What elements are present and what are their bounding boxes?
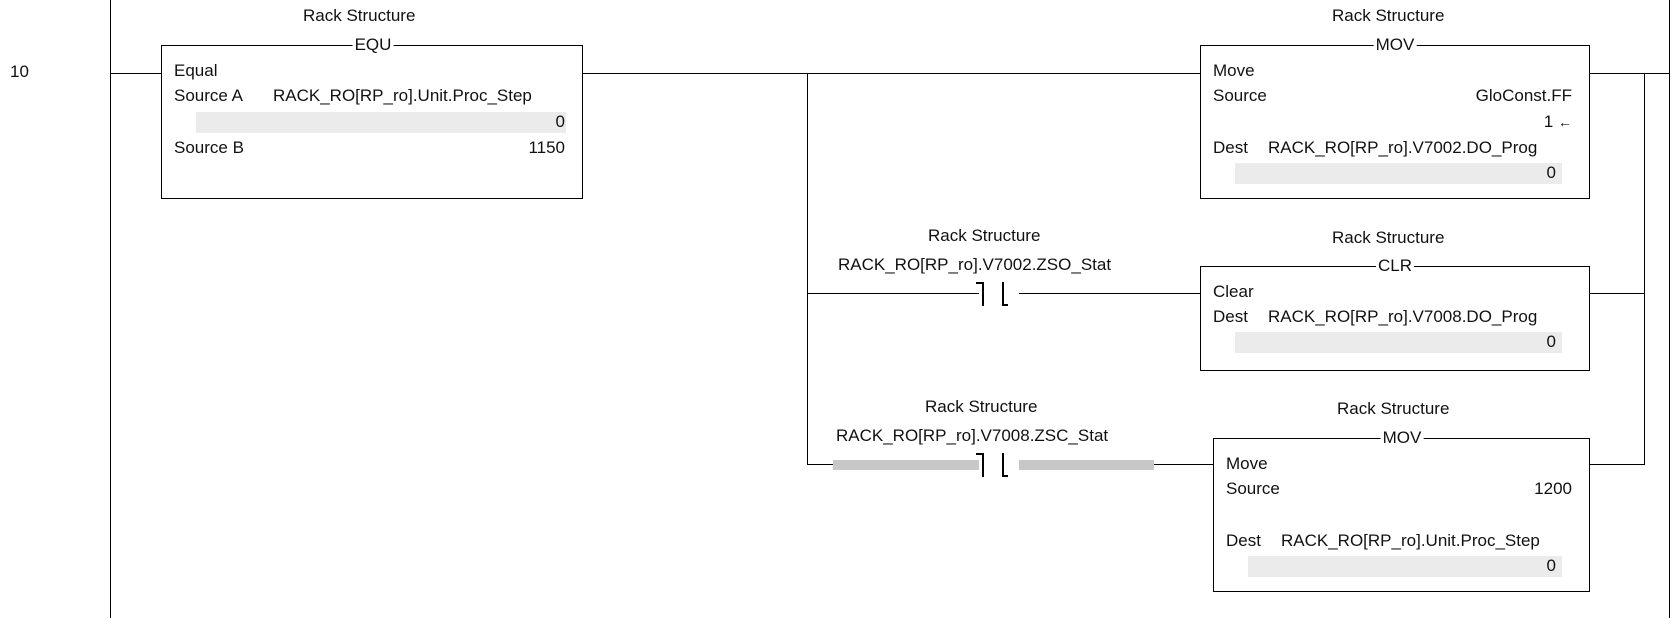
xic2-energized-highlight-right [1019,460,1154,470]
clr-header: Rack Structure [1332,228,1445,247]
equ-mnemonic: EQU [352,35,394,55]
xic2-contact-right-bar [1002,453,1004,477]
mov1-instruction[interactable]: MOV Move Source GloConst.FF 1 ← Dest RAC… [1200,35,1590,199]
left-power-rail [110,0,111,618]
mov2-dest-value-field [1248,556,1562,577]
wire-branch2-right [1019,293,1200,294]
branch-right-vertical [1644,73,1645,465]
wire-mov2-to-branch [1590,464,1645,465]
equ-title: Equal [174,61,218,80]
mov2-dest-value: 0 [1546,556,1556,575]
xic1-contact-right-bar [1002,282,1004,306]
clr-mnemonic: CLR [1375,256,1415,276]
wire-equ-to-branch [583,73,1200,74]
mov2-mnemonic: MOV [1380,428,1424,448]
mov2-source-label: Source [1226,479,1280,498]
wire-branch2-left [807,293,979,294]
mov1-source-tag[interactable]: GloConst.FF [1475,86,1572,105]
xic2-energized-highlight-left [833,460,979,470]
mov2-instruction[interactable]: MOV Move Source 1200 Dest RACK_RO[RP_ro]… [1213,428,1590,592]
xic2-contact-left-bar [982,453,984,477]
xic2-tag[interactable]: RACK_RO[RP_ro].V7008.ZSC_Stat [836,426,1109,445]
mov1-dest-value: 0 [1546,163,1556,182]
mov1-mnemonic: MOV [1373,35,1417,55]
xic2-contact-tick-bottom [1002,475,1008,477]
clr-title: Clear [1213,282,1254,301]
mov1-title: Move [1213,61,1255,80]
xic1-header: Rack Structure [928,226,1041,245]
clr-dest-value: 0 [1546,332,1556,351]
mov1-source-value-text: 1 [1543,112,1554,131]
right-power-rail [1669,0,1670,618]
mov1-dest-label: Dest [1213,138,1248,157]
mov1-dest-tag[interactable]: RACK_RO[RP_ro].V7002.DO_Prog [1268,138,1538,157]
clr-instruction[interactable]: CLR Clear Dest RACK_RO[RP_ro].V7008.DO_P… [1200,256,1590,371]
wire-left-to-equ [110,73,161,74]
xic1-contact-tick-top [976,282,982,284]
equ-instruction[interactable]: EQU Equal Source A RACK_RO[RP_ro].Unit.P… [161,35,583,199]
mov1-source-label: Source [1213,86,1267,105]
rung-number: 10 [10,62,29,81]
xic1-contact-left-bar [982,282,984,306]
xic2-header: Rack Structure [925,397,1038,416]
equ-source-a-label: Source A [174,86,243,105]
mov1-source-value: 1 ← [1544,112,1572,132]
mov1-dest-value-field [1235,163,1562,184]
xic2-contact[interactable] [976,453,1020,481]
force-arrow-icon: ← [1558,114,1572,130]
equ-source-a-tag[interactable]: RACK_RO[RP_ro].Unit.Proc_Step [273,86,532,105]
equ-source-b-label: Source B [174,138,244,157]
wire-mov1-to-right [1590,73,1669,74]
mov2-title: Move [1226,454,1268,473]
mov2-dest-tag[interactable]: RACK_RO[RP_ro].Unit.Proc_Step [1281,531,1540,550]
equ-source-a-value: 0 [555,112,565,131]
xic1-contact-tick-bottom [1002,304,1008,306]
mov1-header: Rack Structure [1332,6,1445,25]
equ-source-b-value[interactable]: 1150 [528,138,565,157]
mov2-dest-label: Dest [1226,531,1261,550]
clr-dest-value-field [1235,332,1562,353]
clr-dest-label: Dest [1213,307,1248,326]
xic1-tag[interactable]: RACK_RO[RP_ro].V7002.ZSO_Stat [838,255,1112,274]
mov2-header: Rack Structure [1337,399,1450,418]
xic1-contact[interactable] [976,282,1020,310]
xic2-contact-tick-top [976,453,982,455]
equ-header: Rack Structure [303,6,416,25]
wire-clr-to-branch [1590,293,1645,294]
clr-dest-tag[interactable]: RACK_RO[RP_ro].V7008.DO_Prog [1268,307,1538,326]
equ-source-a-value-field [196,112,566,133]
branch-left-vertical [807,73,808,465]
mov2-source-value[interactable]: 1200 [1534,479,1572,498]
